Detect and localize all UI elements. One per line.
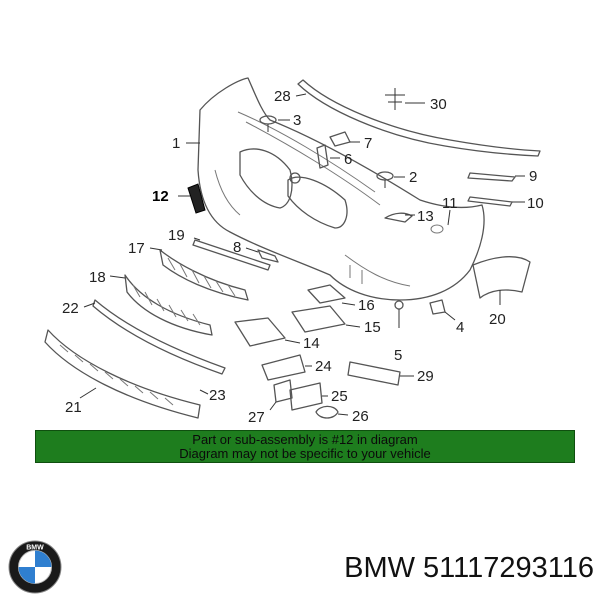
callout-11: 11 — [442, 195, 458, 212]
part-12-bracket — [187, 183, 206, 214]
part-4-clip — [429, 299, 446, 315]
part-5-bolt — [394, 300, 404, 328]
callout-22: 22 — [62, 300, 79, 317]
callout-21: 21 — [65, 399, 82, 416]
banner-line-1: Part or sub-assembly is #12 in diagram — [192, 432, 418, 447]
logo-text: BMW — [26, 545, 44, 552]
banner-line-2: Diagram may not be specific to your vehi… — [179, 446, 431, 461]
part-9-trim — [467, 172, 516, 182]
callout-16: 16 — [358, 297, 375, 314]
callout-28: 28 — [274, 88, 291, 105]
callout-3: 3 — [293, 112, 301, 129]
callout-5: 5 — [394, 347, 402, 364]
part-1-bumper-cover — [197, 77, 485, 301]
callout-26: 26 — [352, 408, 369, 425]
part-17-grille — [159, 249, 249, 301]
part-13-trim — [384, 212, 413, 223]
part-16-bracket — [307, 284, 346, 304]
part-26-cap — [315, 405, 339, 419]
callout-12: 12 — [152, 188, 169, 205]
bmw-logo-icon: BMW — [8, 540, 62, 594]
part-7-bracket — [329, 131, 351, 147]
part-19-strip — [192, 239, 271, 271]
callout-4: 4 — [456, 319, 464, 336]
callout-25: 25 — [331, 388, 348, 405]
part-28-trim-strip — [297, 79, 541, 157]
part-25-bracket — [289, 382, 323, 411]
callout-17: 17 — [128, 240, 145, 257]
callout-14: 14 — [303, 335, 320, 352]
info-banner: Part or sub-assembly is #12 in diagram D… — [35, 430, 575, 463]
part-22-lip — [92, 299, 226, 375]
callout-10: 10 — [527, 195, 544, 212]
callout-27: 27 — [248, 409, 265, 426]
callout-30: 30 — [430, 96, 447, 113]
callout-24: 24 — [315, 358, 332, 375]
part-10-trim — [467, 196, 513, 207]
part-3-clip — [259, 115, 277, 132]
leader-lines — [79, 93, 525, 416]
part-29-reflector — [347, 361, 401, 386]
part-8-bracket — [257, 249, 279, 263]
part-18-lower-grille — [124, 274, 213, 336]
part-21-spoiler — [44, 329, 201, 419]
part-number-caption: BMW 51117293116 — [344, 552, 594, 584]
part-2-clip — [376, 171, 394, 188]
callout-19: 19 — [168, 227, 185, 244]
part-27-bracket — [273, 379, 293, 403]
callout-23: 23 — [209, 387, 226, 404]
callout-2: 2 — [409, 169, 417, 186]
part-14-side-grille — [234, 317, 286, 347]
callout-9: 9 — [529, 168, 537, 185]
part-15-side-grille — [291, 305, 346, 333]
part-20-air-duct — [472, 256, 531, 299]
part-30-fastener — [385, 88, 405, 110]
callout-7: 7 — [364, 135, 372, 152]
part-6-bracket — [316, 144, 329, 169]
callout-8: 8 — [233, 239, 241, 256]
callout-20: 20 — [489, 311, 506, 328]
callout-13: 13 — [417, 208, 434, 225]
part-24-bracket — [261, 354, 306, 381]
callout-18: 18 — [89, 269, 106, 286]
callout-15: 15 — [364, 319, 381, 336]
callout-29: 29 — [417, 368, 434, 385]
callout-6: 6 — [344, 151, 352, 168]
callout-1: 1 — [172, 135, 180, 152]
